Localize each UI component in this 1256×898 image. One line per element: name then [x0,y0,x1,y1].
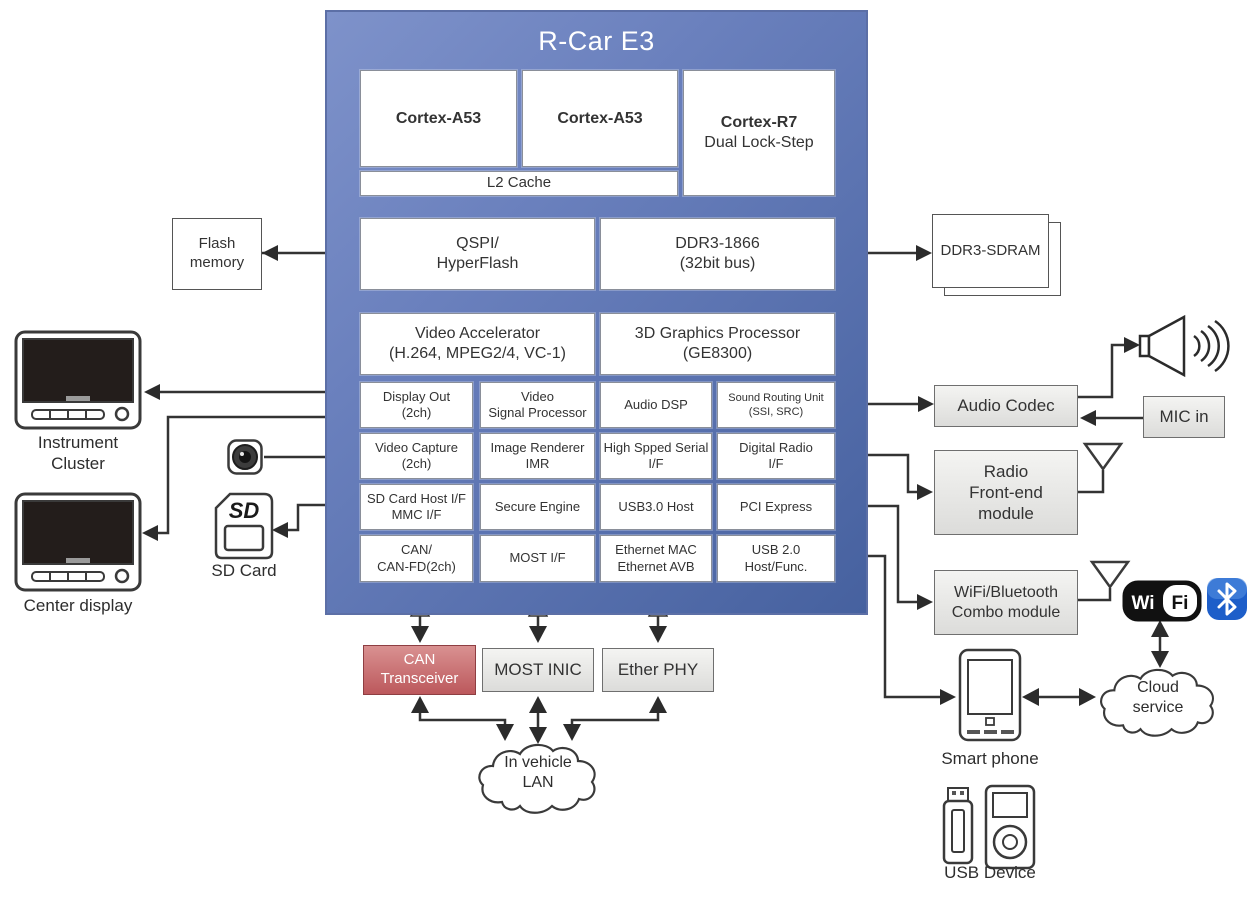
svg-text:Fi: Fi [1172,593,1189,614]
connector-wifilogo-cloud [1151,620,1169,668]
smart-phone-icon [958,648,1022,742]
connector-displayout-instrument-cluster [144,384,358,400]
connector-ether-lan [563,696,667,741]
center-display-icon [14,492,142,592]
connector-most-lan [529,696,547,744]
block-pci-express: PCI Express [717,484,835,530]
can-transceiver-box: CAN Transceiver [363,645,476,695]
instrument-cluster-label: Instrument Cluster [37,433,119,474]
block-cortex-a53-1: Cortex-A53 [360,70,517,167]
block-sound-routing-unit: Sound Routing Unit(SSI, SRC) [717,382,835,428]
usb-device-label: USB Device [944,863,1036,882]
wifi-antenna-icon [1078,560,1131,602]
block-cortex-r7: Cortex-R7 Dual Lock-Step [683,70,835,196]
block-secure-engine: Secure Engine [480,484,595,530]
block-audio-dsp: Audio DSP [600,382,712,428]
block-can-canfd: CAN/CAN-FD(2ch) [360,535,473,582]
ddr3-sdram-box: DDR3-SDRAM [932,214,1049,288]
svg-text:Wi: Wi [1131,593,1154,614]
radio-antenna-icon [1078,442,1124,494]
block-usb3-host: USB3.0 Host [600,484,712,530]
connector-displayout-center-display [142,415,358,541]
flash-memory-box: Flash memory [172,218,262,290]
in-vehicle-lan-cloud-icon [470,738,606,818]
block-video-capture: Video Capture(2ch) [360,433,473,479]
soc-title: R-Car E3 [538,26,655,56]
connector-audiocodec-speaker [1078,337,1140,399]
instrument-cluster-icon [14,330,142,430]
block-ddr3-1866: DDR3-1866 (32bit bus) [600,218,835,290]
mic-in-box: MIC in [1143,396,1225,438]
ether-phy-box: Ether PHY [602,648,714,692]
svg-text:SD: SD [229,498,260,523]
block-most-if: MOST I/F [480,535,595,582]
connector-can-lan [411,696,514,741]
block-cortex-a53-2: Cortex-A53 [522,70,678,167]
media-player-icon [984,784,1036,870]
block-display-out: Display Out(2ch) [360,382,473,428]
sd-card-icon: SD [212,492,276,560]
block-qspi-hyperflash: QSPI/ HyperFlash [360,218,595,290]
block-video-accelerator: Video Accelerator (H.264, MPEG2/4, VC-1) [360,313,595,375]
speaker-icon [1138,312,1238,382]
cloud-service-label: Cloud service [1132,679,1184,716]
sd-card-label: SD Card [211,561,277,580]
radio-frontend-box: Radio Front-end module [934,450,1078,535]
smart-phone-label: Smart phone [941,749,1039,768]
audio-codec-box: Audio Codec [934,385,1078,427]
in-vehicle-lan-label: In vehicle LAN [504,754,572,791]
most-inic-box: MOST INIC [482,648,594,692]
connector-smartphone-cloud [1022,688,1096,706]
usb-stick-icon [940,786,976,866]
block-l2-cache: L2 Cache [360,171,678,196]
block-3d-graphics: 3D Graphics Processor (GE8300) [600,313,835,375]
connector-micin-audiocodec [1080,410,1143,426]
cloud-service-icon [1092,662,1224,742]
bluetooth-icon [1206,577,1248,621]
camera-icon [227,439,263,475]
wifi-bluetooth-combo-box: WiFi/Bluetooth Combo module [934,570,1078,635]
wifi-logo-icon: Wi Fi [1122,580,1202,622]
center-display-label: Center display [23,596,133,615]
